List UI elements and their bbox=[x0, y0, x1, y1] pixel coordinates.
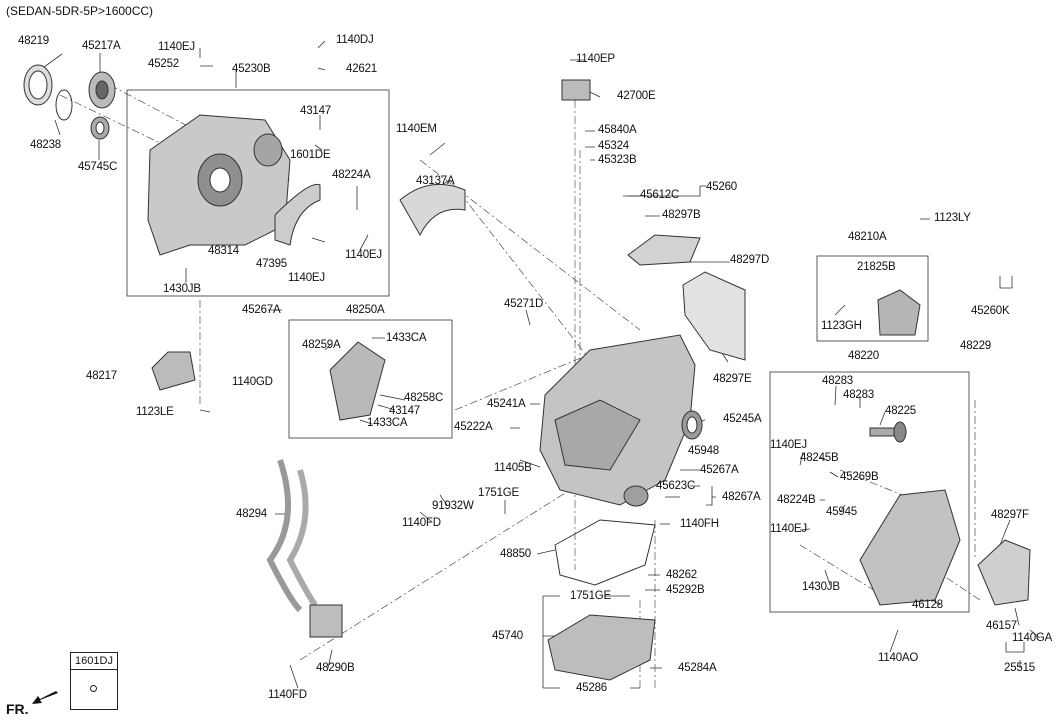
part-label-1430JB-b[interactable]: 1430JB bbox=[802, 581, 840, 593]
part-label-48283-b[interactable]: 48283 bbox=[843, 389, 874, 401]
part-label-45286[interactable]: 45286 bbox=[576, 682, 607, 694]
part-label-45612C[interactable]: 45612C bbox=[640, 189, 680, 201]
part-label-1123LY[interactable]: 1123LY bbox=[934, 212, 971, 224]
part-label-1140GA[interactable]: 1140GA bbox=[1012, 632, 1053, 644]
part-label-1123LE[interactable]: 1123LE bbox=[136, 406, 174, 418]
part-label-48850[interactable]: 48850 bbox=[500, 548, 531, 560]
part-label-45840A[interactable]: 45840A bbox=[598, 124, 637, 136]
part-label-45284A[interactable]: 45284A bbox=[678, 662, 717, 674]
part-label-48290B[interactable]: 48290B bbox=[316, 662, 355, 674]
part-label-45269B[interactable]: 45269B bbox=[840, 471, 879, 483]
part-label-42700E[interactable]: 42700E bbox=[617, 90, 656, 102]
legend-box: 1601DJ bbox=[70, 652, 118, 710]
part-label-1140EJ-d[interactable]: 1140EJ bbox=[770, 439, 807, 451]
part-label-48262[interactable]: 48262 bbox=[666, 569, 697, 581]
part-label-48267A[interactable]: 48267A bbox=[722, 491, 761, 503]
part-label-1140EJ[interactable]: 1140EJ bbox=[158, 41, 195, 53]
part-label-48250A[interactable]: 48250A bbox=[346, 304, 385, 316]
part-label-48225[interactable]: 48225 bbox=[885, 405, 916, 417]
part-label-1140EM[interactable]: 1140EM bbox=[396, 123, 437, 135]
part-label-45260K[interactable]: 45260K bbox=[971, 305, 1010, 317]
part-label-1433CA[interactable]: 1433CA bbox=[386, 332, 427, 344]
case-group-box bbox=[126, 89, 390, 297]
part-label-45945[interactable]: 45945 bbox=[826, 506, 857, 518]
part-label-43147[interactable]: 43147 bbox=[300, 105, 331, 117]
part-label-48224B[interactable]: 48224B bbox=[777, 494, 816, 506]
part-label-48238[interactable]: 48238 bbox=[30, 139, 61, 151]
part-label-1123GH[interactable]: 1123GH bbox=[821, 320, 862, 332]
part-label-1140GD[interactable]: 1140GD bbox=[232, 376, 273, 388]
part-label-45252[interactable]: 45252 bbox=[148, 58, 179, 70]
part-label-48314[interactable]: 48314 bbox=[208, 245, 239, 257]
part-label-91932W[interactable]: 91932W bbox=[432, 500, 474, 512]
front-arrow-icon bbox=[32, 691, 58, 704]
valve-group-box bbox=[288, 319, 453, 439]
part-label-1140EJ-e[interactable]: 1140EJ bbox=[770, 523, 807, 535]
part-label-45623C[interactable]: 45623C bbox=[656, 480, 696, 492]
part-label-1140FH[interactable]: 1140FH bbox=[680, 518, 719, 530]
part-label-45245A[interactable]: 45245A bbox=[723, 413, 762, 425]
part-label-48229[interactable]: 48229 bbox=[960, 340, 991, 352]
part-label-1751GE[interactable]: 1751GE bbox=[478, 487, 519, 499]
part-label-48219[interactable]: 48219 bbox=[18, 35, 49, 47]
part-label-48245B[interactable]: 48245B bbox=[800, 452, 839, 464]
part-label-1140EP[interactable]: 1140EP bbox=[576, 53, 615, 65]
cover-group-box bbox=[769, 371, 970, 613]
part-label-1430JB[interactable]: 1430JB bbox=[163, 283, 201, 295]
model-header: (SEDAN-5DR-5P>1600CC) bbox=[6, 4, 154, 18]
part-label-46128[interactable]: 46128 bbox=[912, 599, 943, 611]
part-label-45745C[interactable]: 45745C bbox=[78, 161, 118, 173]
part-label-48210A[interactable]: 48210A bbox=[848, 231, 887, 243]
part-label-25515[interactable]: 25515 bbox=[1004, 662, 1035, 674]
part-label-45740[interactable]: 45740 bbox=[492, 630, 523, 642]
part-label-21825B[interactable]: 21825B bbox=[857, 261, 896, 273]
part-label-45271D[interactable]: 45271D bbox=[504, 298, 544, 310]
part-label-45267A[interactable]: 45267A bbox=[242, 304, 281, 316]
front-direction-label: FR. bbox=[6, 701, 29, 717]
part-label-46157[interactable]: 46157 bbox=[986, 620, 1017, 632]
part-label-48294[interactable]: 48294 bbox=[236, 508, 267, 520]
part-label-45948[interactable]: 45948 bbox=[688, 445, 719, 457]
part-label-48283[interactable]: 48283 bbox=[822, 375, 853, 387]
part-label-48224A[interactable]: 48224A bbox=[332, 169, 371, 181]
bracket-group-box bbox=[816, 255, 929, 342]
part-label-45292B[interactable]: 45292B bbox=[666, 584, 705, 596]
part-label-1140EJ-c[interactable]: 1140EJ bbox=[288, 272, 325, 284]
part-label-1140AO[interactable]: 1140AO bbox=[878, 652, 919, 664]
part-label-45324[interactable]: 45324 bbox=[598, 140, 629, 152]
part-label-48258C[interactable]: 48258C bbox=[404, 392, 444, 404]
part-label-1751GE-b[interactable]: 1751GE bbox=[570, 590, 611, 602]
part-label-48297F[interactable]: 48297F bbox=[991, 509, 1029, 521]
part-label-1140FD-b[interactable]: 1140FD bbox=[268, 689, 307, 701]
part-label-45241A[interactable]: 45241A bbox=[487, 398, 526, 410]
part-label-1433CA-b[interactable]: 1433CA bbox=[367, 417, 408, 429]
part-label-1601DE[interactable]: 1601DE bbox=[290, 149, 331, 161]
legend-code: 1601DJ bbox=[71, 653, 117, 670]
part-label-1140FD[interactable]: 1140FD bbox=[402, 517, 441, 529]
part-label-45217A[interactable]: 45217A bbox=[82, 40, 121, 52]
part-label-43147-b[interactable]: 43147 bbox=[389, 405, 420, 417]
part-label-45222A[interactable]: 45222A bbox=[454, 421, 493, 433]
part-label-48217[interactable]: 48217 bbox=[86, 370, 117, 382]
part-label-48297E[interactable]: 48297E bbox=[713, 373, 752, 385]
part-label-43137A[interactable]: 43137A bbox=[416, 175, 455, 187]
part-label-48259A[interactable]: 48259A bbox=[302, 339, 341, 351]
part-label-1140DJ[interactable]: 1140DJ bbox=[336, 34, 374, 46]
part-label-1140EJ-b[interactable]: 1140EJ bbox=[345, 249, 382, 261]
part-label-11405B[interactable]: 11405B bbox=[494, 462, 532, 474]
part-label-42621[interactable]: 42621 bbox=[346, 63, 377, 75]
part-label-48220[interactable]: 48220 bbox=[848, 350, 879, 362]
part-label-47395[interactable]: 47395 bbox=[256, 258, 287, 270]
part-label-45260[interactable]: 45260 bbox=[706, 181, 737, 193]
part-label-48297B[interactable]: 48297B bbox=[662, 209, 701, 221]
part-label-45323B[interactable]: 45323B bbox=[598, 154, 637, 166]
part-label-45267A-b[interactable]: 45267A bbox=[700, 464, 739, 476]
part-illustrations bbox=[23, 64, 1031, 681]
legend-circle-icon bbox=[90, 685, 97, 692]
part-label-45230B[interactable]: 45230B bbox=[232, 63, 271, 75]
part-label-48297D[interactable]: 48297D bbox=[730, 254, 770, 266]
